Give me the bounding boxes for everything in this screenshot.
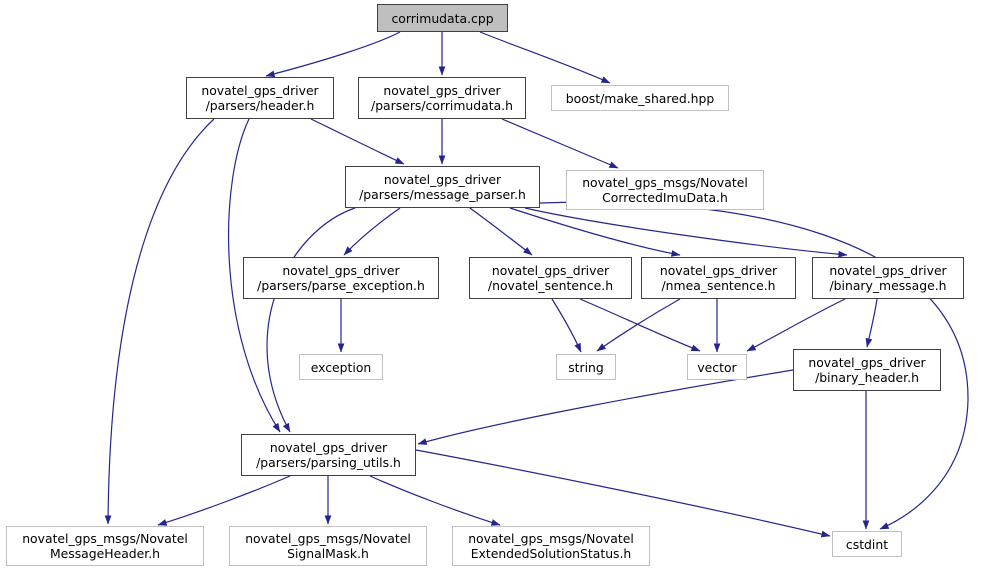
- node-parsing_utils_h[interactable]: novatel_gps_driver /parsers/parsing_util…: [241, 434, 416, 476]
- edge-message_parser_h-to-nmea_sentence_h: [509, 207, 681, 257]
- edge-message_parser_h-to-parse_exception_h: [343, 207, 401, 256]
- edge-corrimudata_cpp-to-header_h: [265, 31, 401, 78]
- node-label: exception: [310, 359, 372, 375]
- node-signal_mask_msg[interactable]: novatel_gps_msgs/Novatel SignalMask.h: [229, 526, 427, 566]
- edge-message_parser_h-to-parsing_utils_h: [266, 207, 356, 433]
- node-corrected_imu_msg[interactable]: novatel_gps_msgs/Novatel CorrectedImuDat…: [566, 170, 764, 210]
- node-ext_solution_msg[interactable]: novatel_gps_msgs/Novatel ExtendedSolutio…: [452, 526, 650, 566]
- node-message_header_msg[interactable]: novatel_gps_msgs/Novatel MessageHeader.h: [6, 526, 204, 566]
- node-corrimudata_h[interactable]: novatel_gps_driver /parsers/corrimudata.…: [358, 77, 526, 119]
- edge-binary_message_h-to-binary_header_h: [865, 298, 878, 348]
- node-binary_header_h[interactable]: novatel_gps_driver /binary_header.h: [793, 349, 941, 391]
- node-label: novatel_gps_driver /parsers/parsing_util…: [256, 440, 401, 470]
- node-label: novatel_gps_driver /parsers/header.h: [201, 83, 319, 113]
- node-label: novatel_gps_driver /parsers/corrimudata.…: [371, 83, 513, 113]
- node-label: novatel_gps_driver /nmea_sentence.h: [659, 263, 778, 293]
- node-label: novatel_gps_msgs/Novatel ExtendedSolutio…: [468, 531, 634, 561]
- edge-parsing_utils_h-to-message_header_msg: [157, 475, 291, 526]
- node-make_shared_hpp[interactable]: boost/make_shared.hpp: [551, 85, 729, 111]
- node-exception[interactable]: exception: [299, 354, 383, 380]
- edge-nmea_sentence_h-to-string: [596, 298, 681, 352]
- node-string[interactable]: string: [556, 354, 616, 380]
- node-parse_exception_h[interactable]: novatel_gps_driver /parsers/parse_except…: [243, 257, 439, 299]
- node-label: novatel_gps_msgs/Novatel MessageHeader.h: [22, 531, 188, 561]
- node-cstdint[interactable]: cstdint: [832, 531, 902, 557]
- node-label: vector: [697, 359, 737, 375]
- node-label: novatel_gps_msgs/Novatel SignalMask.h: [245, 531, 411, 561]
- edge-header_h-to-message_header_msg: [104, 118, 215, 525]
- edge-message_parser_h-to-binary_message_h: [524, 207, 848, 258]
- node-label: novatel_gps_driver /parsers/message_pars…: [359, 172, 526, 202]
- node-label: string: [568, 359, 604, 375]
- node-label: novatel_gps_driver /parsers/parse_except…: [257, 263, 425, 293]
- edge-parsing_utils_h-to-ext_solution_msg: [369, 475, 501, 526]
- edge-binary_header_h-to-parsing_utils_h: [417, 369, 794, 445]
- node-message_parser_h[interactable]: novatel_gps_driver /parsers/message_pars…: [345, 166, 540, 208]
- edge-header_h-to-message_parser_h: [310, 118, 405, 165]
- edge-corrimudata_cpp-to-make_shared_hpp: [479, 31, 611, 84]
- node-vector[interactable]: vector: [687, 354, 747, 380]
- edge-parsing_utils_h-to-cstdint: [415, 449, 831, 538]
- edge-novatel_sentence_h-to-vector: [579, 298, 701, 352]
- node-novatel_sentence_h[interactable]: novatel_gps_driver /novatel_sentence.h: [469, 257, 632, 299]
- node-label: corrimudata.cpp: [391, 10, 494, 26]
- node-header_h[interactable]: novatel_gps_driver /parsers/header.h: [186, 77, 334, 119]
- node-corrimudata_cpp[interactable]: corrimudata.cpp: [377, 4, 508, 32]
- edge-novatel_sentence_h-to-string: [551, 298, 582, 353]
- node-label: novatel_gps_msgs/Novatel CorrectedImuDat…: [582, 175, 748, 205]
- node-nmea_sentence_h[interactable]: novatel_gps_driver /nmea_sentence.h: [641, 257, 796, 299]
- edge-message_parser_h-to-novatel_sentence_h: [469, 207, 533, 256]
- node-label: novatel_gps_driver /binary_message.h: [829, 263, 947, 293]
- node-label: cstdint: [845, 536, 889, 552]
- node-binary_message_h[interactable]: novatel_gps_driver /binary_message.h: [812, 257, 964, 299]
- node-label: boost/make_shared.hpp: [565, 90, 715, 106]
- node-label: novatel_gps_driver /novatel_sentence.h: [487, 263, 614, 293]
- node-label: novatel_gps_driver /binary_header.h: [808, 355, 926, 385]
- edge-binary_message_h-to-vector: [746, 298, 846, 352]
- edge-corrimudata_h-to-corrected_imu_msg: [501, 118, 619, 169]
